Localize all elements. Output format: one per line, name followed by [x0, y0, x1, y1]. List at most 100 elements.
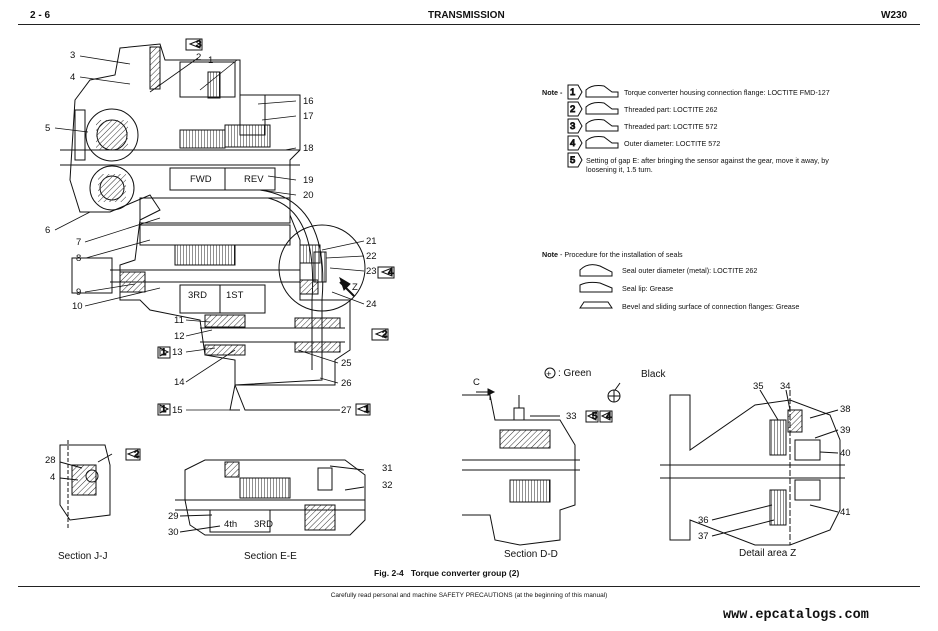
flag-marker-5: 5: [592, 411, 597, 422]
callout-39: 39: [840, 425, 851, 436]
callout-19: 19: [303, 175, 314, 186]
callout-11: 11: [174, 315, 184, 326]
section-dd-label: Section D-D: [504, 549, 558, 560]
flag-marker-1c: 1: [364, 404, 369, 415]
callout-13: 13: [172, 347, 183, 358]
callout-14: 14: [174, 377, 185, 388]
main-section-view: [60, 43, 366, 411]
callout-5: 5: [45, 123, 50, 134]
callout-34: 34: [780, 381, 791, 392]
flag-2-num: 2: [570, 104, 575, 115]
flag-5-num: 5: [570, 155, 575, 166]
callout-8: 8: [76, 253, 81, 264]
flag-3-num: 3: [570, 121, 575, 132]
section-ee-view: [175, 459, 366, 536]
callout-9: 9: [76, 287, 81, 298]
flag-marker-1a: 1: [161, 347, 166, 358]
wire-black: Black: [641, 369, 666, 380]
flag-1-num: 1: [570, 87, 575, 98]
gap-label-c: C: [473, 377, 480, 388]
safety-footer: Carefully read personal and machine SAFE…: [330, 592, 608, 599]
figure-caption: Fig. 2-4 Torque converter group (2): [374, 568, 519, 578]
flag-marker-4: 4: [388, 267, 393, 278]
figure-number: Fig. 2-4: [374, 568, 404, 578]
callout-36: 36: [698, 515, 709, 526]
callout-40: 40: [840, 448, 851, 459]
seal-note-heading: Note - Procedure for the installation of…: [542, 250, 683, 259]
callout-21: 21: [366, 236, 377, 247]
note-item-2: Threaded part: LOCTITE 262: [624, 105, 718, 114]
callout-12: 12: [174, 331, 185, 342]
callout-29: 29: [168, 511, 179, 522]
label-z: Z: [352, 282, 358, 293]
label-fwd: FWD: [190, 174, 212, 185]
label-1st: 1ST: [226, 290, 244, 301]
footer-rule: [18, 586, 920, 587]
flag-1-symbol: 1: [567, 84, 619, 100]
note-item-3: Threaded part: LOCTITE 572: [624, 122, 718, 131]
callout-38: 38: [840, 404, 851, 415]
ee-label-4th: 4th: [224, 519, 237, 530]
flag-5-symbol: 5: [567, 152, 583, 168]
callout-25: 25: [341, 358, 352, 369]
callout-27: 27: [341, 405, 352, 416]
section-title: TRANSMISSION: [428, 10, 505, 21]
seal-metal-icon: [579, 264, 613, 277]
callout-31: 31: [382, 463, 393, 474]
figure-title: Torque converter group (2): [410, 568, 520, 578]
callout-3: 3: [70, 50, 75, 61]
callout-17: 17: [303, 111, 314, 122]
callout-20: 20: [303, 190, 314, 201]
callout-28: 28: [45, 455, 56, 466]
model-code: W230: [881, 10, 908, 21]
detail-z-label: Detail area Z: [739, 548, 796, 559]
detail-z-view: [660, 389, 845, 546]
note-label: Note -: [542, 88, 563, 97]
seal-note-title: - Procedure for the installation of seal…: [557, 250, 683, 259]
note-item-1: Torque converter housing connection flan…: [624, 88, 830, 97]
flag-4-symbol: 4: [567, 135, 619, 151]
flag-marker-2a: 2: [382, 329, 387, 340]
flag-markers: 3 4 2 1 1 1 2 5 4: [125, 38, 613, 461]
section-jj-label: Section J-J: [58, 551, 107, 562]
callout-1: 1: [208, 55, 213, 66]
flag-3-symbol: 3: [567, 118, 619, 134]
label-3rd: 3RD: [188, 290, 207, 301]
flag-2-symbol: 2: [567, 101, 619, 117]
flag-4-num: 4: [570, 138, 575, 149]
note-item-5-cont: loosening it, 1.5 turn.: [586, 165, 653, 174]
callout-33: 33: [566, 411, 577, 422]
callout-2: 2: [196, 52, 201, 63]
watermark: www.epcatalogs.com: [723, 608, 869, 623]
callout-22: 22: [366, 251, 377, 262]
section-jj-view: [59, 440, 113, 528]
callout-37: 37: [698, 531, 709, 542]
callout-18: 18: [303, 143, 314, 154]
section-ee-label: Section E-E: [244, 551, 297, 562]
callout-26: 26: [341, 378, 352, 389]
leader-lines: [54, 55, 365, 411]
plus-symbol: +: [546, 369, 552, 380]
seal-note-label: Note: [542, 250, 558, 259]
flag-marker-4b: 4: [606, 411, 611, 422]
seal-item-3: Bevel and sliding surface of connection …: [622, 302, 800, 311]
callout-32: 32: [382, 480, 393, 491]
callout-16: 16: [303, 96, 314, 107]
callout-4-jj: 4: [50, 472, 55, 483]
section-dd-view: [462, 367, 621, 546]
flag-marker-1b: 1: [161, 404, 166, 415]
callout-35: 35: [753, 381, 764, 392]
flag-marker-3: 3: [196, 39, 201, 50]
callout-6: 6: [45, 225, 50, 236]
callout-7: 7: [76, 237, 81, 248]
seal-lip-icon: [579, 281, 613, 293]
callout-41: 41: [840, 507, 851, 518]
ee-label-3rd: 3RD: [254, 519, 273, 530]
page-number: 2 - 6: [30, 10, 51, 21]
wire-green: : Green: [558, 368, 591, 379]
note-item-4: Outer diameter: LOCTITE 572: [624, 139, 721, 148]
label-rev: REV: [244, 174, 264, 185]
seal-bevel-icon: [579, 301, 613, 309]
note-item-5: Setting of gap E: after bringing the sen…: [586, 156, 829, 165]
